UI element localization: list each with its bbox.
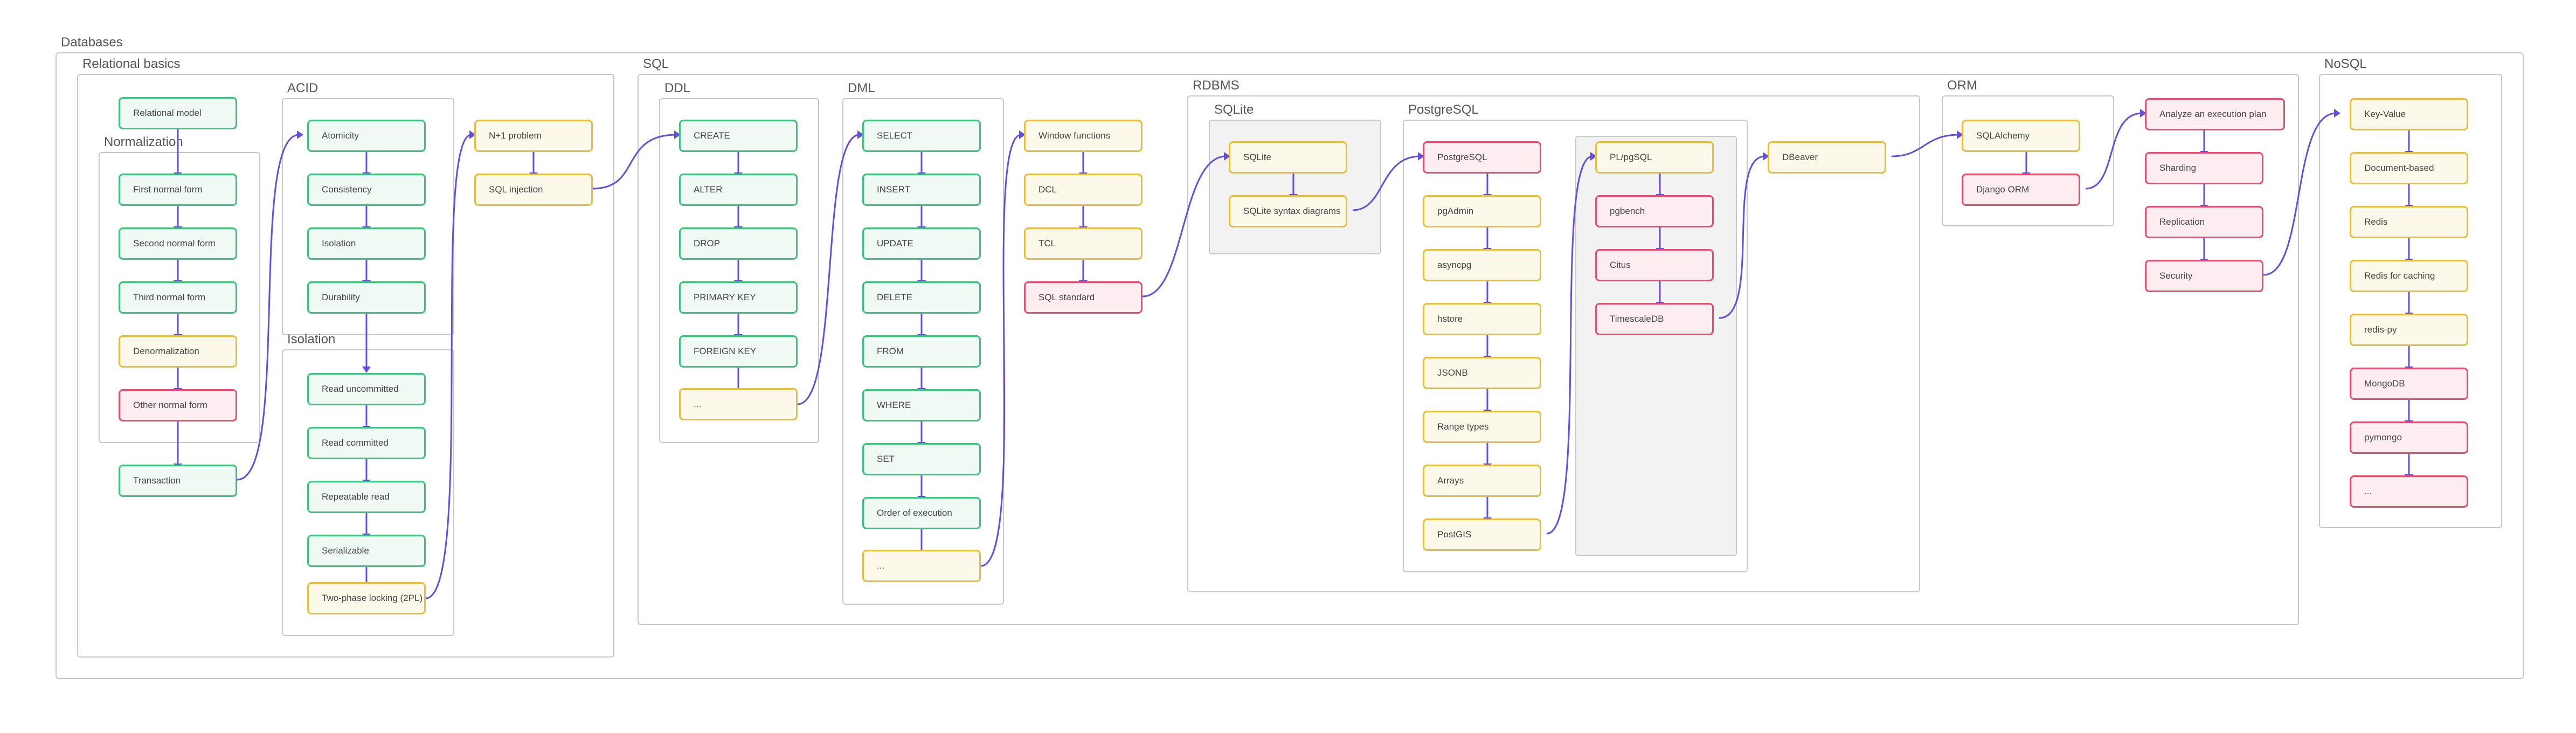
node-range-types[interactable]: Range types <box>1423 411 1541 443</box>
node-asyncpg[interactable]: asyncpg <box>1423 249 1541 281</box>
node-django-orm[interactable]: Django ORM <box>1962 174 2080 206</box>
node-dcl[interactable]: DCL <box>1024 174 1142 206</box>
node-jsonb[interactable]: JSONB <box>1423 357 1541 389</box>
group-label-databases: Databases <box>61 35 123 50</box>
group-label-dml: DML <box>848 81 875 95</box>
node-key-value[interactable]: Key-Value <box>2350 98 2468 130</box>
node-third-normal-form[interactable]: Third normal form <box>119 281 237 314</box>
group-label-sql: SQL <box>643 57 669 71</box>
group-label-normalization: Normalization <box>104 135 183 149</box>
node-create[interactable]: CREATE <box>679 120 798 152</box>
group-sql: SQL <box>638 57 2299 625</box>
node-postgresql[interactable]: PostgreSQL <box>1423 141 1541 174</box>
node-tcl[interactable]: TCL <box>1024 227 1142 260</box>
node-dml-more[interactable]: ... <box>862 550 981 582</box>
node-document-based[interactable]: Document-based <box>2350 152 2468 184</box>
group-label-postgresql: PostgreSQL <box>1408 102 1479 117</box>
node-order-of-execution[interactable]: Order of execution <box>862 497 981 529</box>
node-sqlalchemy[interactable]: SQLAlchemy <box>1962 120 2080 152</box>
node-drop[interactable]: DROP <box>679 227 798 260</box>
node-sharding[interactable]: Sharding <box>2145 152 2263 184</box>
group-label-rdbms: RDBMS <box>1193 78 1239 93</box>
node-where[interactable]: WHERE <box>862 389 981 421</box>
node-select[interactable]: SELECT <box>862 120 981 152</box>
node-sql-injection[interactable]: SQL injection <box>474 174 593 206</box>
node-redis-for-caching[interactable]: Redis for caching <box>2350 260 2468 292</box>
node-insert[interactable]: INSERT <box>862 174 981 206</box>
node-redis[interactable]: Redis <box>2350 206 2468 238</box>
group-label-ddl: DDL <box>664 81 691 95</box>
node-nosql-more[interactable]: ... <box>2350 475 2468 508</box>
group-nosql: NoSQL <box>2319 57 2502 528</box>
node-primary-key[interactable]: PRIMARY KEY <box>679 281 798 314</box>
node-ddl-more[interactable]: ... <box>679 388 798 420</box>
node-hstore[interactable]: hstore <box>1423 303 1541 335</box>
node-sqlite[interactable]: SQLite <box>1229 141 1347 174</box>
node-replication[interactable]: Replication <box>2145 206 2263 238</box>
node-set[interactable]: SET <box>862 443 981 475</box>
node-foreign-key[interactable]: FOREIGN KEY <box>679 335 798 368</box>
node-pymongo[interactable]: pymongo <box>2350 421 2468 454</box>
node-two-phase-locking[interactable]: Two-phase locking (2PL) <box>307 582 426 614</box>
node-dbeaver[interactable]: DBeaver <box>1768 141 1886 174</box>
node-delete[interactable]: DELETE <box>862 281 981 314</box>
group-label-acid: ACID <box>287 81 318 95</box>
node-durability[interactable]: Durability <box>307 281 426 314</box>
node-read-uncommitted[interactable]: Read uncommitted <box>307 373 426 405</box>
node-first-normal-form[interactable]: First normal form <box>119 174 237 206</box>
group-label-isolation: Isolation <box>287 332 336 347</box>
node-analyze-execution-plan[interactable]: Analyze an execution plan <box>2145 98 2285 130</box>
node-sql-standard[interactable]: SQL standard <box>1024 281 1142 314</box>
node-serializable[interactable]: Serializable <box>307 535 426 567</box>
node-repeatable-read[interactable]: Repeatable read <box>307 481 426 513</box>
node-transaction[interactable]: Transaction <box>119 465 237 497</box>
node-atomicity[interactable]: Atomicity <box>307 120 426 152</box>
node-n-plus-one-problem[interactable]: N+1 problem <box>474 120 593 152</box>
group-label-nosql: NoSQL <box>2324 57 2367 71</box>
node-second-normal-form[interactable]: Second normal form <box>119 227 237 260</box>
group-relational-basics: Relational basics <box>77 57 614 658</box>
node-mongodb[interactable]: MongoDB <box>2350 368 2468 400</box>
node-plpgsql[interactable]: PL/pgSQL <box>1595 141 1714 174</box>
node-security[interactable]: Security <box>2145 260 2263 292</box>
node-sqlite-syntax-diagrams[interactable]: SQLite syntax diagrams <box>1229 195 1347 227</box>
group-rdbms: RDBMS <box>1187 78 1920 592</box>
group-databases: Databases <box>56 35 2524 679</box>
node-window-functions[interactable]: Window functions <box>1024 120 1142 152</box>
node-pgbench[interactable]: pgbench <box>1595 195 1714 227</box>
node-redis-py[interactable]: redis-py <box>2350 314 2468 346</box>
group-label-orm: ORM <box>1947 78 1977 93</box>
node-other-normal-form[interactable]: Other normal form <box>119 389 237 421</box>
node-from[interactable]: FROM <box>862 335 981 368</box>
node-pgadmin[interactable]: pgAdmin <box>1423 195 1541 227</box>
node-timescaledb[interactable]: TimescaleDB <box>1595 303 1714 335</box>
node-citus[interactable]: Citus <box>1595 249 1714 281</box>
node-update[interactable]: UPDATE <box>862 227 981 260</box>
group-postgresql: PostgreSQL <box>1403 102 1748 572</box>
group-orm: ORM <box>1942 78 2114 226</box>
node-alter[interactable]: ALTER <box>679 174 798 206</box>
node-relational-model[interactable]: Relational model <box>119 97 237 129</box>
group-label-relational-basics: Relational basics <box>82 57 181 71</box>
node-consistency[interactable]: Consistency <box>307 174 426 206</box>
node-isolation[interactable]: Isolation <box>307 227 426 260</box>
node-denormalization[interactable]: Denormalization <box>119 335 237 368</box>
node-arrays[interactable]: Arrays <box>1423 465 1541 497</box>
group-sqlite: SQLite <box>1209 102 1381 254</box>
group-label-sqlite: SQLite <box>1214 102 1254 117</box>
node-read-committed[interactable]: Read committed <box>307 427 426 459</box>
node-postgis[interactable]: PostGIS <box>1423 518 1541 551</box>
